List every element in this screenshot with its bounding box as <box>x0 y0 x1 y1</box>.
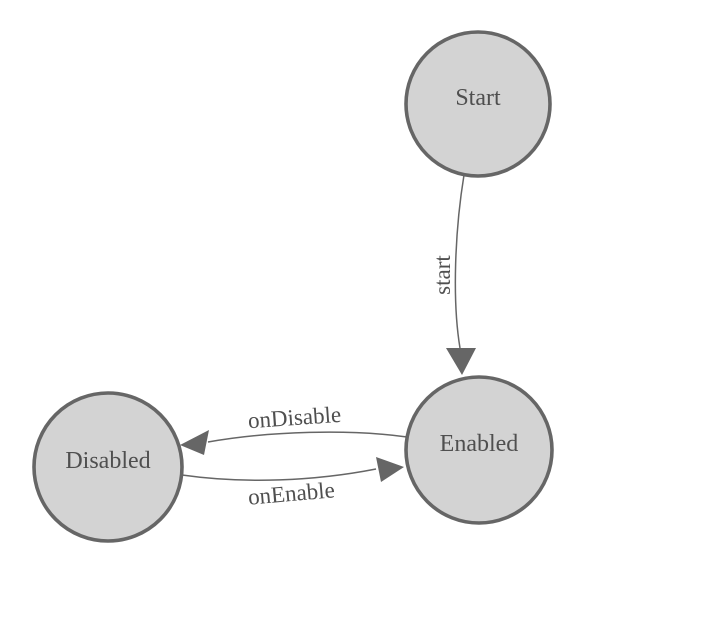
edge-enabled-to-disabled <box>207 431 408 443</box>
edge-arrowhead-disabled-to-enabled <box>376 457 404 482</box>
state-node-disabled <box>32 391 184 543</box>
edge-arrowhead-enabled-to-disabled <box>180 430 209 455</box>
state-node-enabled <box>404 375 554 525</box>
state-node-start <box>404 30 552 178</box>
edge-start-to-enabled <box>454 174 465 349</box>
edge-label-disabled-to-enabled: onEnable <box>247 477 336 509</box>
state-label-enabled: Enabled <box>440 431 519 457</box>
state-label-disabled: Disabled <box>65 448 150 474</box>
state-label-start: Start <box>455 85 501 111</box>
edge-arrowhead-start-to-enabled <box>446 348 476 375</box>
edge-disabled-to-enabled <box>181 468 377 481</box>
edge-label-enabled-to-disabled: onDisable <box>247 402 342 433</box>
edge-label-start-to-enabled: start <box>430 255 455 295</box>
